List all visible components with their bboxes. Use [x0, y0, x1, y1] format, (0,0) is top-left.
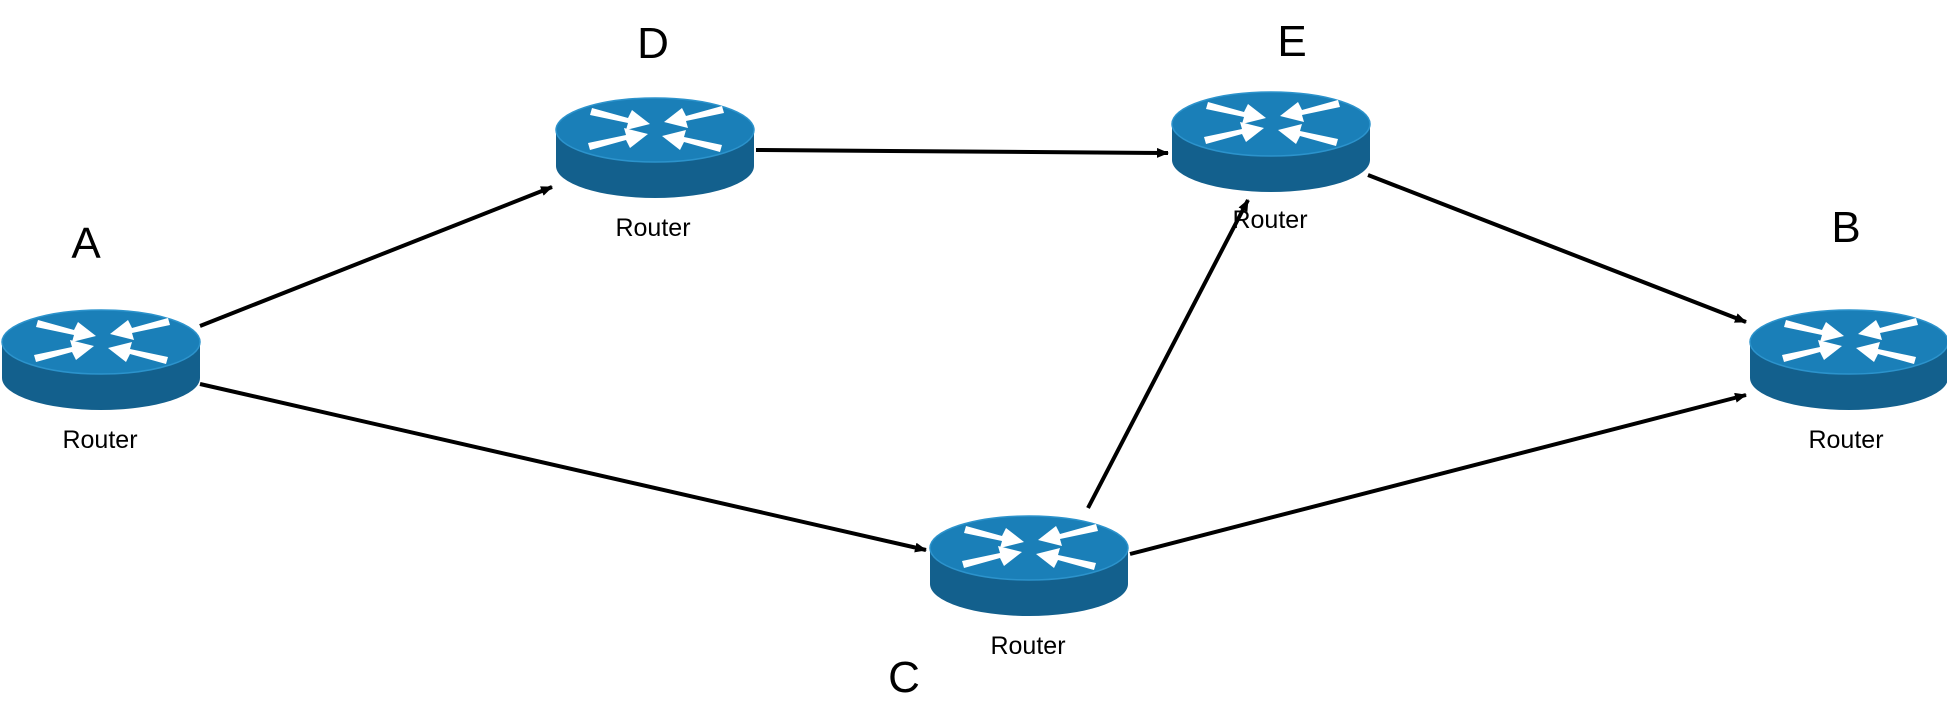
router-caption-e: Router [1232, 206, 1308, 234]
node-label-b: B [1831, 203, 1861, 252]
router-icon [1, 309, 201, 410]
node-label-a: A [71, 219, 101, 268]
edge-e-to-b [1367, 173, 1747, 324]
router-b[interactable] [1748, 300, 1947, 420]
router-a[interactable] [0, 300, 202, 420]
router-caption-c: Router [990, 632, 1066, 660]
router-icon [929, 515, 1129, 616]
edge-a-to-d [199, 185, 553, 328]
router-c[interactable] [928, 506, 1130, 626]
router-caption-a: Router [62, 426, 138, 454]
node-label-c: C [888, 653, 920, 702]
edge-a-to-c [199, 382, 927, 553]
router-caption-b: Router [1808, 426, 1884, 454]
node-label-e: E [1277, 17, 1307, 66]
node-label-d: D [637, 19, 669, 68]
router-icon [555, 97, 755, 198]
edge-c-to-b [1129, 392, 1747, 556]
router-d[interactable] [554, 88, 756, 208]
router-caption-d: Router [615, 214, 691, 242]
edge-c-to-e [1086, 199, 1250, 509]
router-icon [1171, 91, 1371, 192]
router-e[interactable] [1170, 82, 1372, 202]
edge-d-to-e [755, 147, 1169, 158]
router-icon [1749, 309, 1947, 410]
